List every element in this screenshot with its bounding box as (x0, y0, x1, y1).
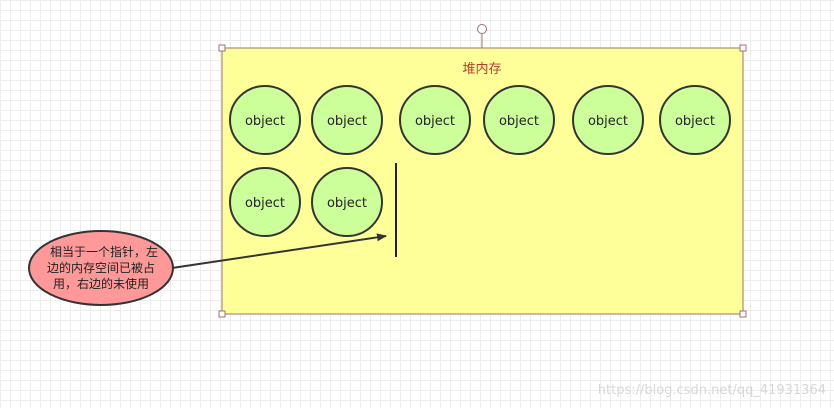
object-node[interactable]: object (311, 85, 383, 155)
object-node[interactable]: object (229, 85, 301, 155)
resize-handle-bottom-right[interactable] (739, 310, 747, 318)
selection-handles[interactable] (218, 24, 747, 318)
object-label: object (499, 114, 539, 129)
object-ellipse[interactable] (399, 85, 471, 155)
object-ellipse[interactable] (229, 85, 301, 155)
object-node[interactable]: object (483, 85, 555, 155)
object-ellipse[interactable] (311, 167, 383, 237)
resize-handle-bottom-left[interactable] (218, 310, 226, 318)
object-node[interactable]: object (229, 167, 301, 237)
object-ellipse[interactable] (483, 85, 555, 155)
object-label: object (245, 196, 285, 211)
object-label: object (327, 114, 367, 129)
object-label: object (245, 114, 285, 129)
object-node[interactable]: object (659, 85, 731, 155)
object-node[interactable]: object (572, 85, 644, 155)
rotate-handle[interactable] (477, 24, 487, 34)
object-nodes: object object object object object objec… (229, 85, 731, 237)
object-ellipse[interactable] (572, 85, 644, 155)
note-line-2: 边的内存空间已被占 (47, 260, 155, 275)
note-line-1: 相当于一个指针，左 (50, 244, 158, 259)
object-ellipse[interactable] (311, 85, 383, 155)
resize-handle-top-left[interactable] (218, 44, 226, 52)
heap-region[interactable]: 堆内存 (221, 47, 744, 315)
note-line-3: 用，右边的未使用 (53, 276, 149, 291)
watermark-text: https://blog.csdn.net/qq_41931364 (598, 383, 826, 398)
object-label: object (675, 114, 715, 129)
heap-rectangle[interactable] (221, 47, 744, 315)
object-ellipse[interactable] (659, 85, 731, 155)
object-node[interactable]: object (399, 85, 471, 155)
object-label: object (327, 196, 367, 211)
note-arrow[interactable] (171, 233, 387, 269)
heap-title: 堆内存 (462, 61, 501, 77)
note-callout[interactable]: 相当于一个指针，左 边的内存空间已被占 用，右边的未使用 (28, 230, 174, 306)
object-node[interactable]: object (311, 167, 383, 237)
object-ellipse[interactable] (229, 167, 301, 237)
object-label: object (588, 114, 628, 129)
object-label: object (415, 114, 455, 129)
resize-handle-top-right[interactable] (739, 44, 747, 52)
